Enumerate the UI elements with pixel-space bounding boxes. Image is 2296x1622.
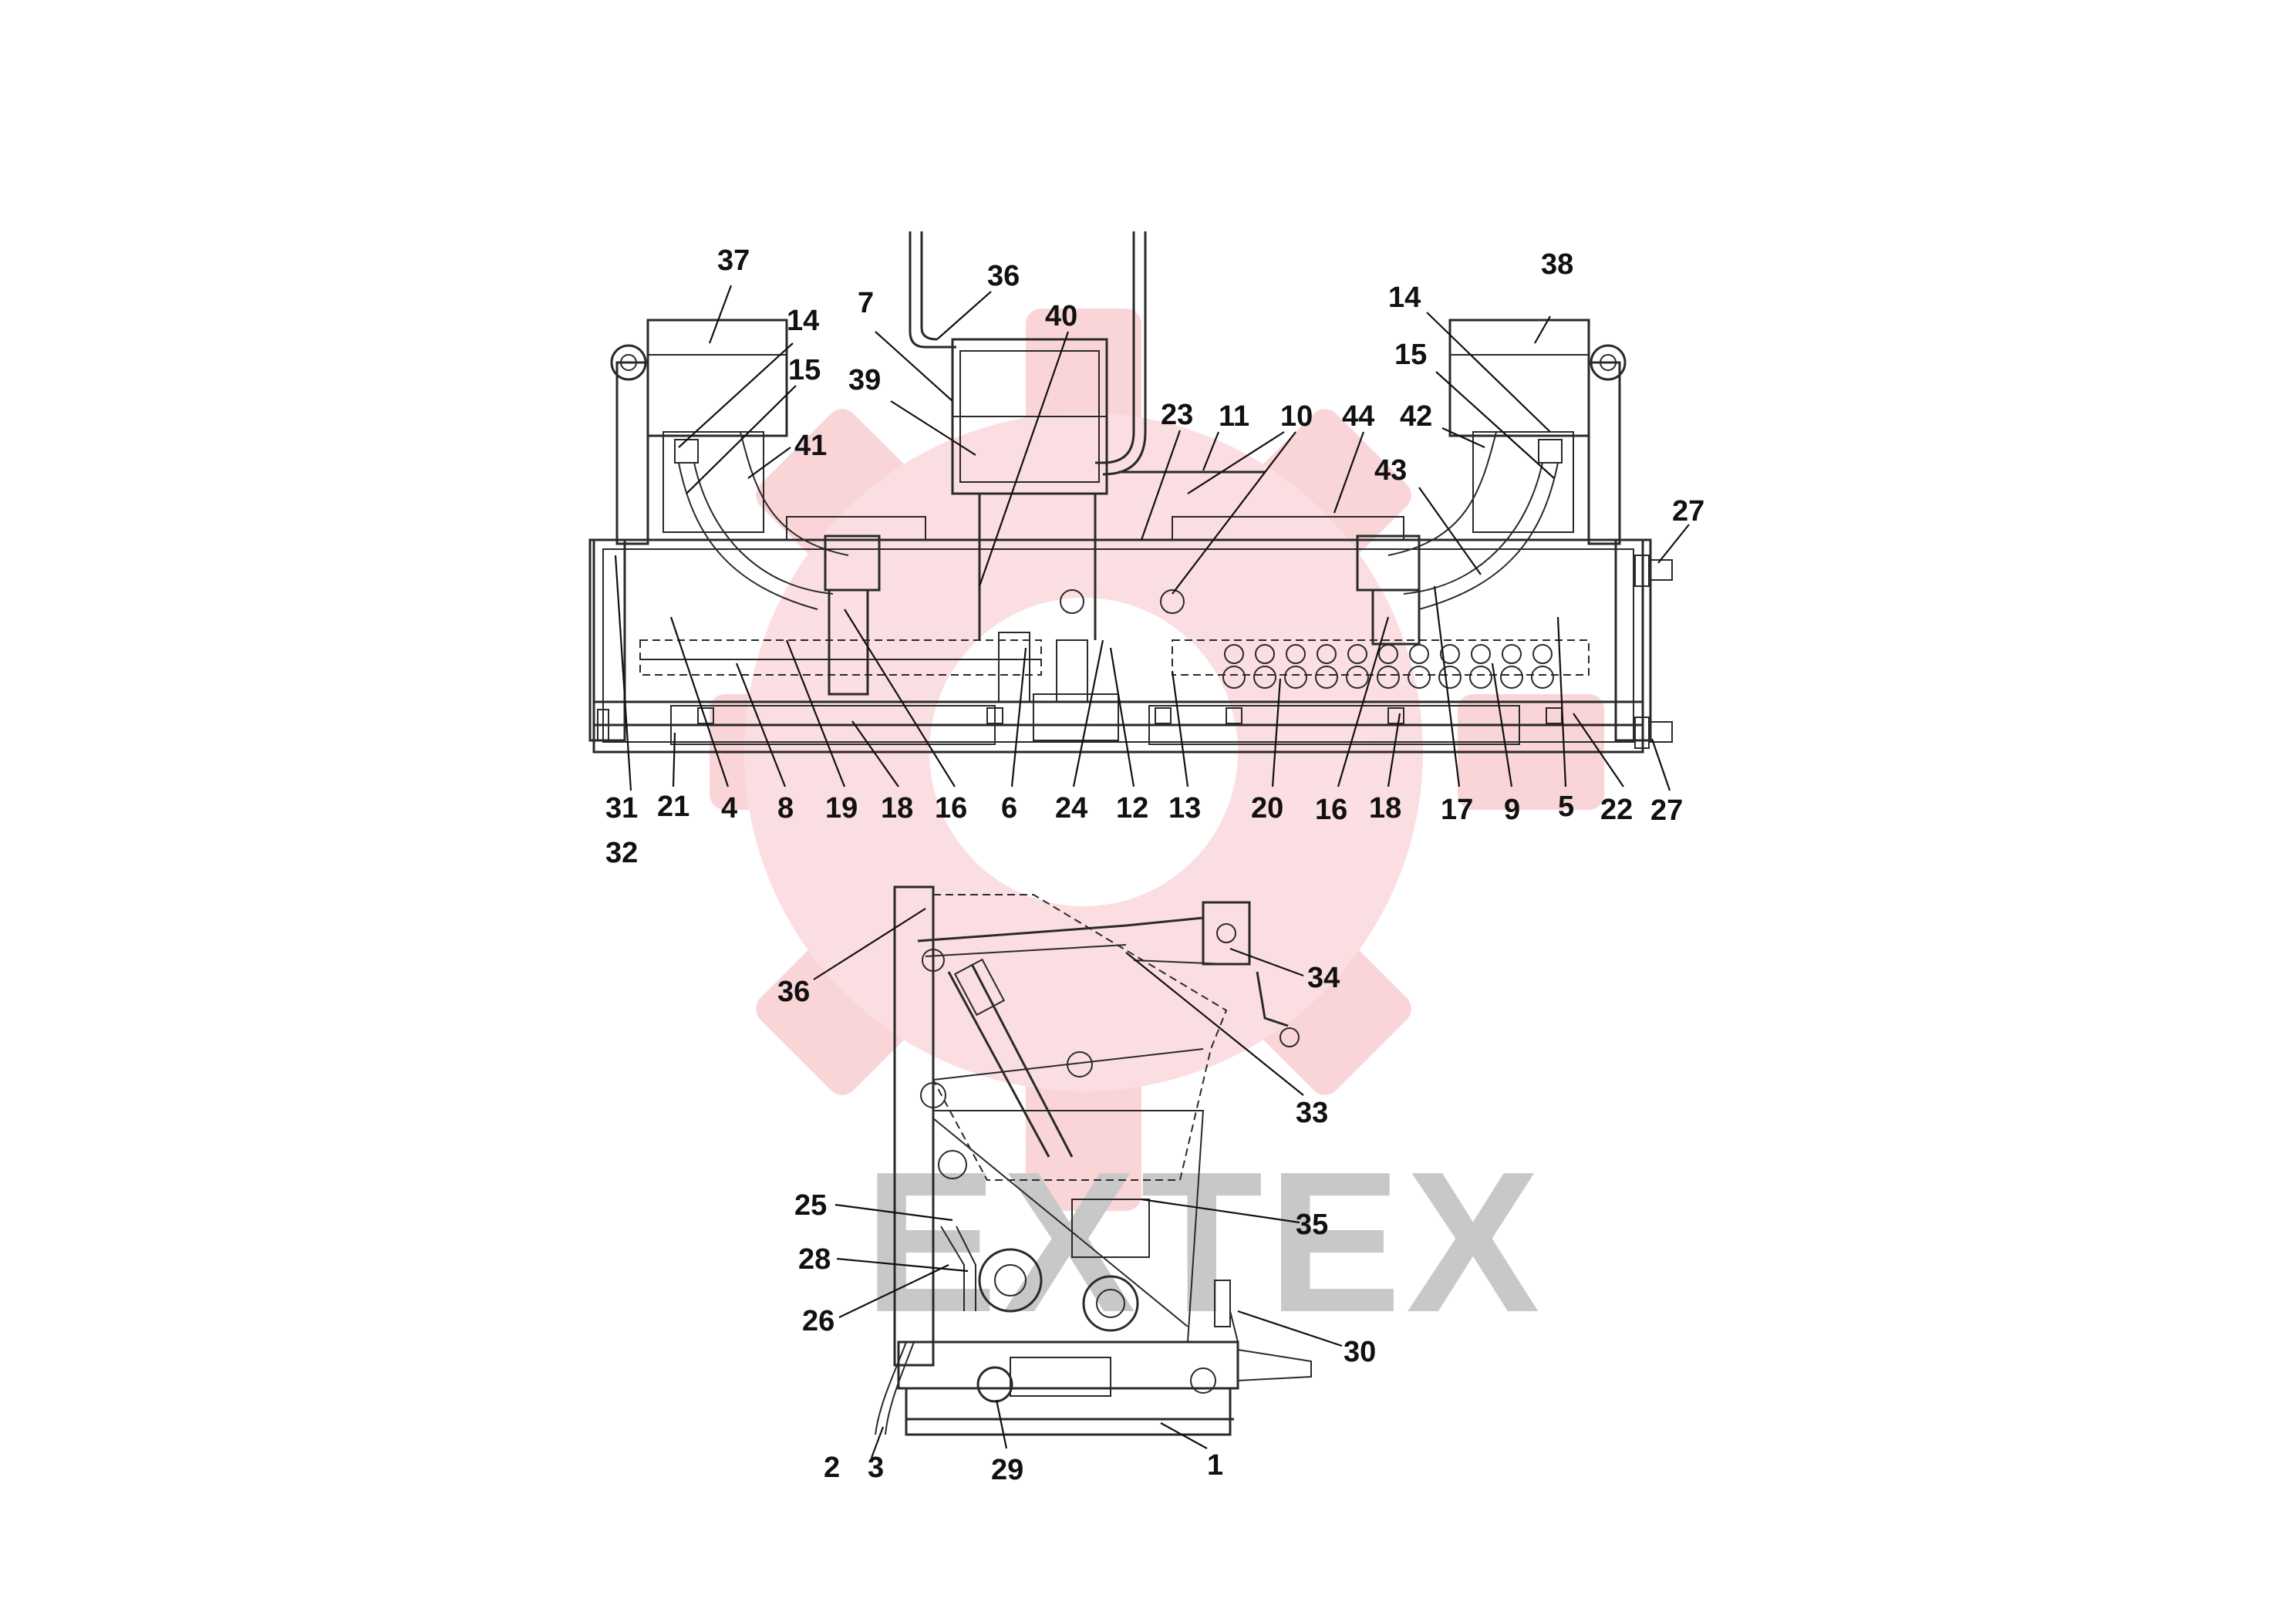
callout-36-side: 36: [777, 976, 810, 1008]
callout-22: 22: [1600, 794, 1633, 826]
callout-15-right: 15: [1394, 339, 1427, 371]
callout-14-left: 14: [787, 305, 819, 337]
callout-21: 21: [657, 791, 689, 823]
callout-34: 34: [1307, 962, 1340, 994]
callout-7: 7: [858, 287, 874, 319]
callout-17: 17: [1441, 794, 1473, 826]
callout-43: 43: [1374, 454, 1407, 487]
watermark-text: EXTEX: [864, 1131, 1545, 1354]
callout-6: 6: [1001, 792, 1017, 824]
side-view-callouts: 36 34 33 35 25 28 26 30 2 3 29 1: [777, 962, 1376, 1486]
callout-35: 35: [1296, 1209, 1328, 1241]
callout-41: 41: [794, 430, 827, 462]
callout-12: 12: [1116, 792, 1148, 824]
callout-14-right: 14: [1388, 282, 1421, 314]
callout-37: 37: [717, 244, 750, 277]
callout-11: 11: [1219, 400, 1249, 433]
watermark-gear-logo: [710, 309, 1604, 1211]
callout-9: 9: [1504, 794, 1520, 826]
callout-38: 38: [1541, 248, 1573, 281]
callout-33: 33: [1296, 1097, 1328, 1129]
callout-16-left: 16: [935, 792, 967, 824]
callout-4: 4: [721, 792, 737, 824]
callout-13: 13: [1168, 792, 1201, 824]
callout-36-top: 36: [987, 260, 1020, 292]
callout-10: 10: [1280, 400, 1313, 433]
callout-20: 20: [1251, 792, 1283, 824]
callout-18-right: 18: [1369, 792, 1401, 824]
callout-27-lower: 27: [1650, 794, 1683, 827]
callout-19: 19: [825, 792, 858, 824]
callout-2: 2: [824, 1452, 840, 1484]
callout-5: 5: [1558, 791, 1574, 823]
callout-39: 39: [848, 364, 881, 396]
callout-42: 42: [1400, 400, 1432, 433]
callout-29: 29: [991, 1454, 1023, 1486]
callout-26: 26: [802, 1305, 834, 1337]
callout-40: 40: [1045, 300, 1077, 332]
callout-18-left: 18: [881, 792, 913, 824]
top-view-callouts: 37 36 14 7 40 15 39 41 23 11 10 44 42 38…: [605, 244, 1704, 869]
callout-15-left: 15: [788, 354, 821, 386]
callout-8: 8: [777, 792, 794, 824]
callout-27-upper: 27: [1672, 495, 1704, 528]
callout-28: 28: [798, 1243, 831, 1276]
callout-3: 3: [868, 1452, 884, 1484]
callout-16-right: 16: [1315, 794, 1347, 826]
callout-32: 32: [605, 837, 638, 869]
top-view-drawing: [588, 231, 1673, 754]
callout-30: 30: [1344, 1336, 1376, 1368]
callout-31: 31: [605, 792, 638, 824]
callout-24: 24: [1055, 792, 1087, 824]
callout-23: 23: [1161, 399, 1193, 431]
callout-1: 1: [1207, 1449, 1223, 1482]
callout-44: 44: [1342, 400, 1374, 433]
callout-25: 25: [794, 1189, 827, 1222]
leader-lines: [614, 285, 1690, 1458]
side-view-drawing: [875, 885, 1312, 1436]
